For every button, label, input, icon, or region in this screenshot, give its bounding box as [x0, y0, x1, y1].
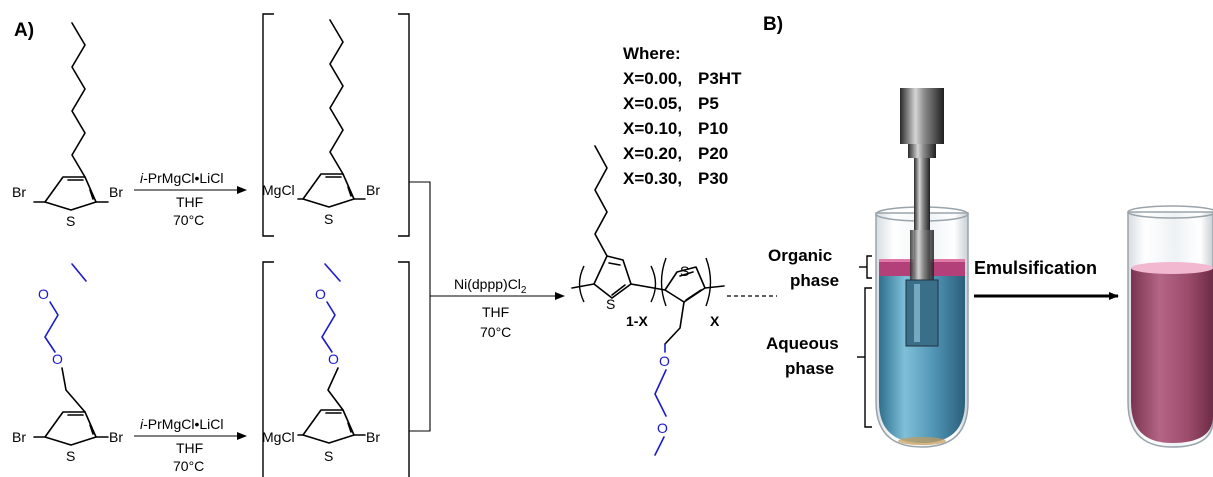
temperature-label: 70°C: [173, 458, 204, 474]
legend-x-value: X=0.10,: [623, 119, 682, 138]
mgcl-group: MgCl: [262, 182, 295, 198]
bromine-atom: Br: [366, 429, 380, 445]
legend-sample-name: P30: [698, 169, 728, 188]
phase-labels: Organic phase Aqueous phase: [766, 246, 872, 428]
emulsion-fill: [1131, 268, 1213, 443]
polymerization-arrow: Ni(dppp)Cl2 THF 70°C: [409, 181, 565, 432]
copolymer-legend: Where: X=0.00, P3HT X=0.05, P5 X=0.10, P…: [623, 44, 742, 188]
sulfur-atom: S: [606, 296, 615, 312]
svg-text:i-PrMgCl•LiCl: i-PrMgCl•LiCl: [140, 416, 223, 432]
aqueous-phase-label: phase: [785, 359, 834, 378]
reaction-arrow-1: i-PrMgCl•LiCl THF 70°C: [134, 170, 247, 228]
homogenizer-probe: [900, 88, 944, 144]
sulfur-atom: S: [66, 213, 75, 229]
legend-x-value: X=0.20,: [623, 144, 682, 163]
reaction-arrow-2: i-PrMgCl•LiCl THF 70°C: [134, 416, 247, 474]
panel-a-label: A): [14, 20, 34, 41]
oxygen-atom: O: [315, 286, 326, 302]
organic-phase-label: Organic: [768, 246, 832, 265]
sulfur-atom: S: [680, 263, 689, 279]
aqueous-phase: [879, 276, 965, 443]
oxygen-atom: O: [328, 351, 339, 367]
legend-x-value: X=0.05,: [623, 94, 682, 113]
subscript-1-x: 1-X: [626, 313, 648, 329]
legend-x-value: X=0.30,: [623, 169, 682, 188]
solvent-label: THF: [482, 304, 509, 320]
legend-sample-name: P20: [698, 144, 728, 163]
oxygen-atom: O: [659, 353, 670, 369]
legend-x-value: X=0.00,: [623, 69, 682, 88]
temperature-label: 70°C: [173, 212, 204, 228]
monomer-glycol-dibromothiophene: O O Br Br S: [12, 263, 123, 464]
emulsification-label: Emulsification: [974, 258, 1097, 278]
organic-phase-label: phase: [790, 271, 839, 290]
bromine-atom: Br: [109, 429, 123, 445]
grignard-hexyl-thiophene: MgCl Br S: [262, 13, 410, 237]
svg-text:Ni(dppp)Cl2: Ni(dppp)Cl2: [454, 276, 527, 296]
svg-text:i-PrMgCl•LiCl: i-PrMgCl•LiCl: [140, 170, 223, 186]
vial-emulsion: [1127, 205, 1213, 448]
bromine-atom: Br: [12, 184, 26, 200]
legend-sample-name: P5: [698, 94, 719, 113]
oxygen-atom: O: [52, 351, 63, 367]
sulfur-atom: S: [324, 448, 333, 464]
subscript-x: X: [710, 313, 720, 329]
sulfur-atom: S: [324, 211, 333, 227]
sulfur-atom: S: [66, 448, 75, 464]
emulsification-arrow: Emulsification: [974, 258, 1119, 300]
legend-sample-name: P3HT: [698, 69, 742, 88]
solvent-label: THF: [176, 440, 203, 456]
copolymer-structure: S 1-X S X O O: [571, 145, 777, 456]
bromine-atom: Br: [366, 182, 380, 198]
solvent-label: THF: [176, 194, 203, 210]
monomer-hexyl-dibromothiophene: Br Br S: [12, 22, 123, 229]
vial-biphasic: [875, 88, 969, 448]
bromine-atom: Br: [12, 429, 26, 445]
aqueous-phase-label: Aqueous: [766, 334, 839, 353]
mgcl-group: MgCl: [262, 429, 295, 445]
bromine-atom: Br: [109, 184, 123, 200]
oxygen-atom: O: [657, 420, 668, 436]
oxygen-atom: O: [38, 286, 49, 302]
legend-sample-name: P10: [698, 119, 728, 138]
temperature-label: 70°C: [480, 324, 511, 340]
panel-b-label: B): [763, 14, 783, 35]
legend-title: Where:: [623, 44, 681, 63]
grignard-glycol-thiophene: O O MgCl Br S: [262, 261, 410, 477]
